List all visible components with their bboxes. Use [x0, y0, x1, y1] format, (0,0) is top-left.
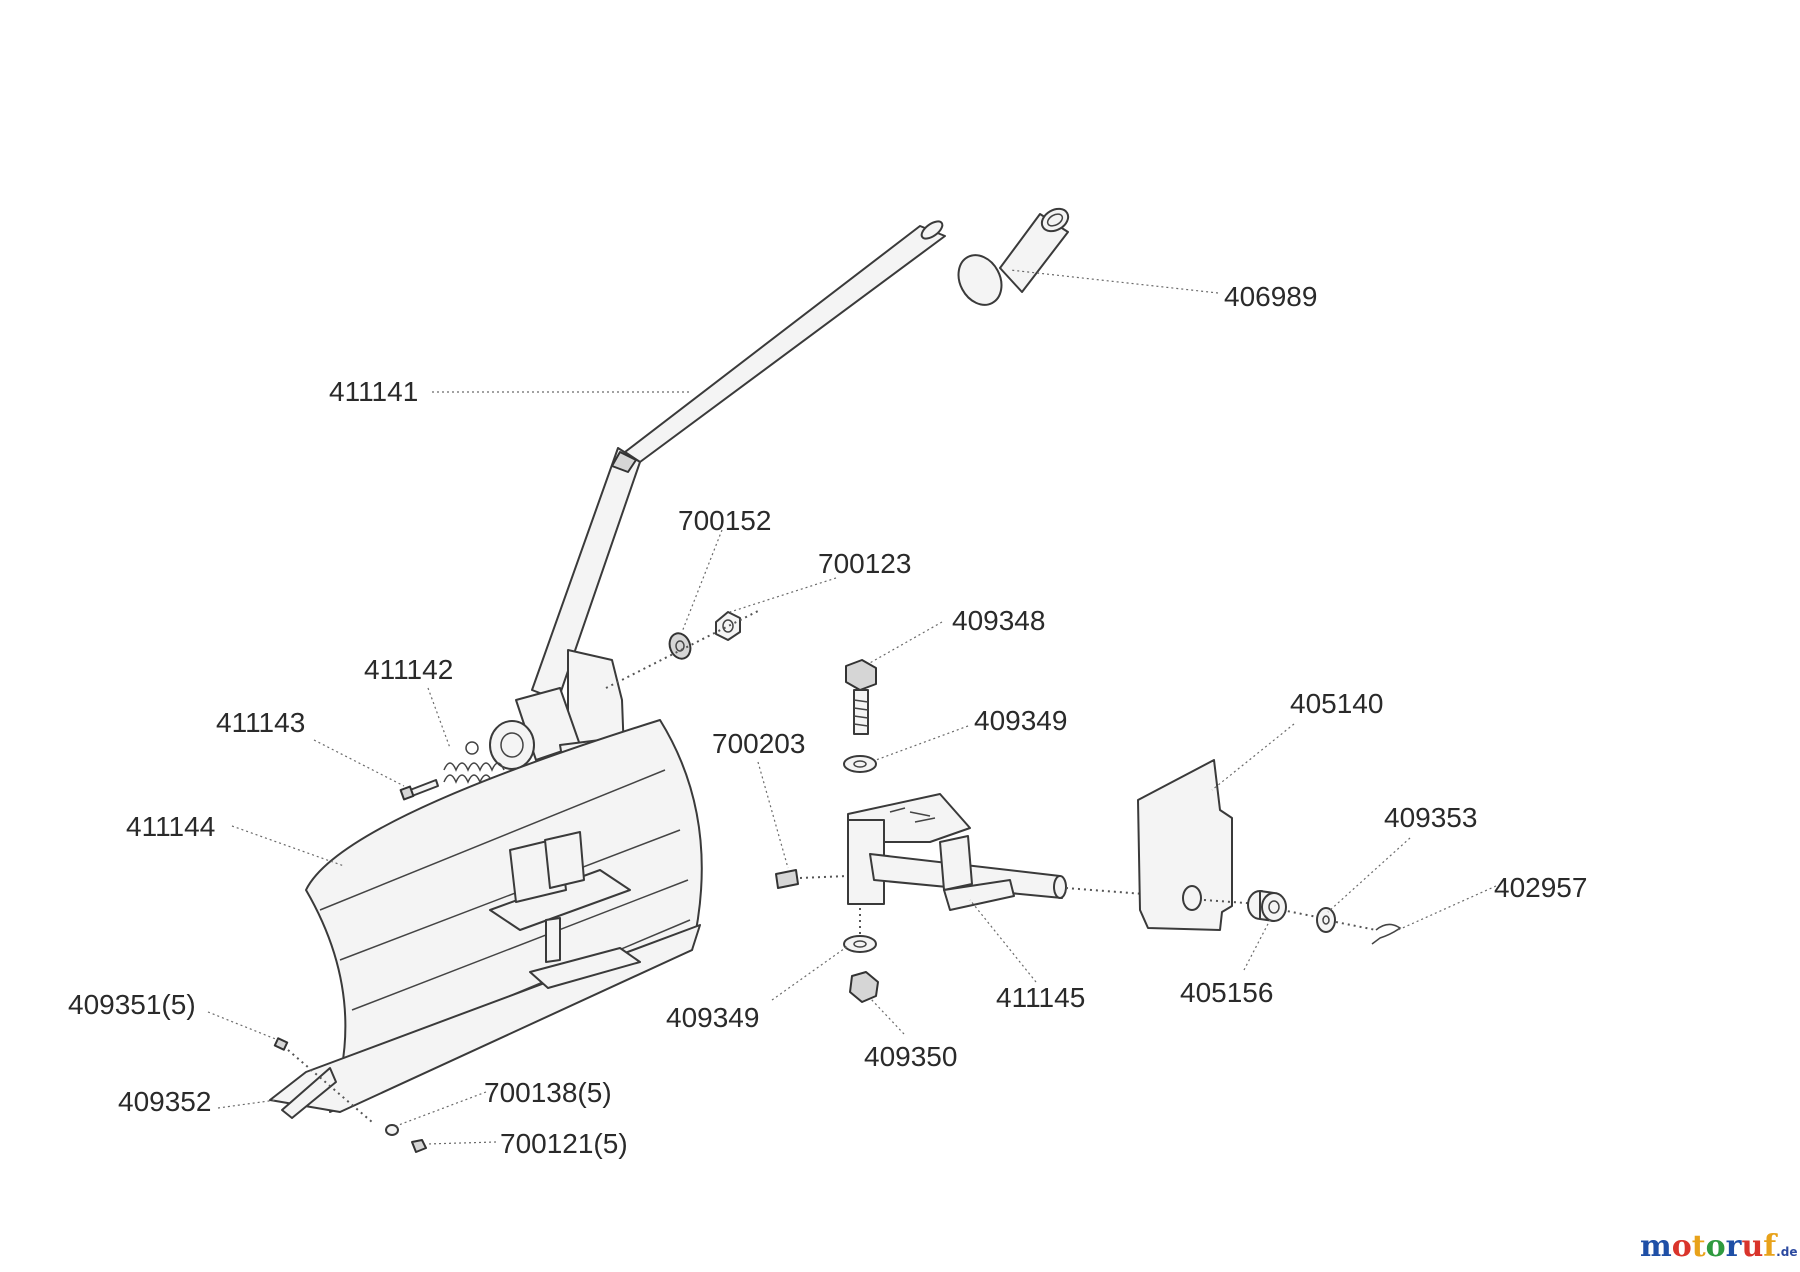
leader-lines: [207, 269, 1497, 1145]
label-409349-top: 409349: [974, 705, 1067, 736]
label-405140: 405140: [1290, 688, 1383, 719]
logo-letter: m: [1640, 1229, 1672, 1264]
motoruf-logo: motoruf.de: [1640, 1229, 1797, 1264]
label-700138: 700138(5): [484, 1077, 612, 1108]
mount-plate-drawing: [1137, 759, 1233, 931]
spring-drawing: [443, 741, 505, 784]
label-411141: 411141: [329, 376, 418, 407]
part-labels: 406989 411141 700152 700123 409348 41114…: [68, 281, 1587, 1159]
label-409352: 409352: [118, 1086, 211, 1117]
label-402957: 402957: [1494, 872, 1587, 903]
label-411142: 411142: [364, 654, 453, 685]
edge-hardware-drawing: [273, 1037, 427, 1153]
logo-letter: t: [1692, 1229, 1706, 1264]
logo-suffix: .de: [1776, 1245, 1797, 1259]
spacer-clip-drawing: [1203, 890, 1402, 945]
label-405156: 405156: [1180, 977, 1273, 1008]
pivot-bolt-drawing: [843, 659, 879, 1003]
label-700121: 700121(5): [500, 1128, 628, 1159]
label-700123: 700123: [818, 548, 911, 579]
washer-nut-drawing: [605, 609, 761, 689]
label-411143: 411143: [216, 707, 305, 738]
logo-letter: f: [1763, 1229, 1778, 1264]
label-409350: 409350: [864, 1041, 957, 1072]
label-700152: 700152: [678, 505, 771, 536]
logo-letter: o: [1672, 1229, 1692, 1264]
label-406989: 406989: [1224, 281, 1317, 312]
label-411145: 411145: [996, 982, 1085, 1013]
grease-nipple-drawing: [775, 869, 849, 889]
swivel-bracket-drawing: [847, 793, 1145, 936]
handle-grip-drawing: [957, 207, 1070, 306]
small-bolt-drawing: [399, 779, 439, 801]
blade-drawing: [269, 719, 703, 1119]
label-409349-bottom: 409349: [666, 1002, 759, 1033]
label-411144: 411144: [126, 811, 215, 842]
handle-bar-drawing: [489, 220, 946, 787]
label-409348: 409348: [952, 605, 1045, 636]
label-700203: 700203: [712, 728, 805, 759]
label-409351: 409351(5): [68, 989, 196, 1020]
svg-text:motoruf.de: motoruf.de: [1640, 1229, 1797, 1264]
label-409353: 409353: [1384, 802, 1477, 833]
logo-letter: u: [1741, 1229, 1763, 1264]
logo-letter: o: [1706, 1229, 1726, 1264]
logo-letter: r: [1726, 1229, 1743, 1264]
